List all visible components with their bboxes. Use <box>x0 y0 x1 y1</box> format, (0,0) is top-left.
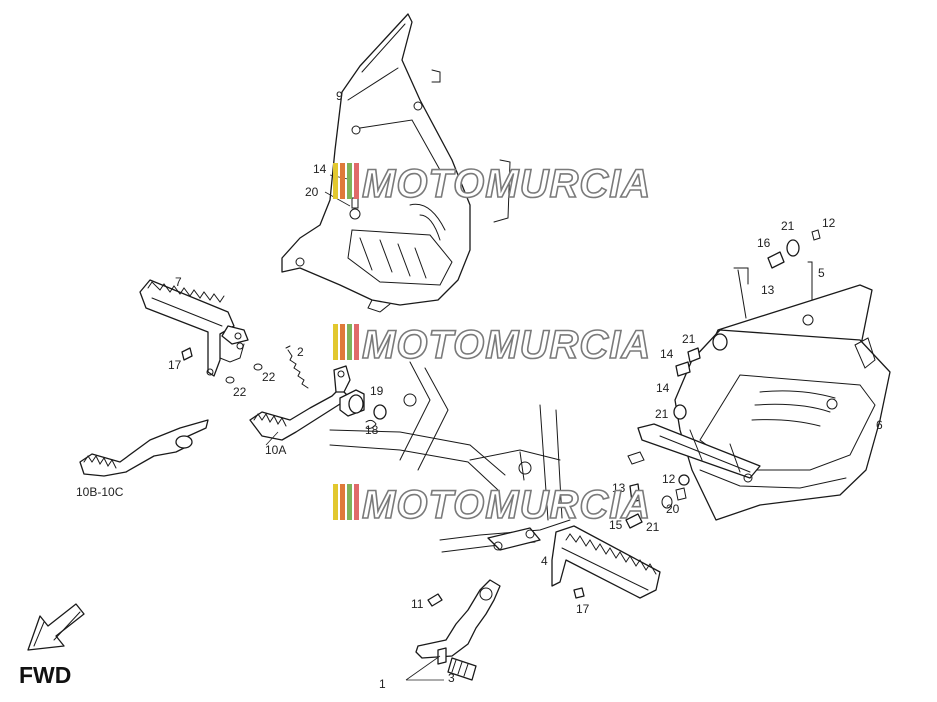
callout-12: 12 <box>822 216 836 230</box>
callout-10a: 10A <box>265 443 286 457</box>
heel-guard-right-part <box>627 261 891 521</box>
brake-pedal-10b-part <box>79 419 209 477</box>
callout-5: 5 <box>818 266 825 280</box>
callout-3: 3 <box>448 671 455 685</box>
callout-7: 7 <box>175 275 182 289</box>
callout-13: 13 <box>761 283 775 297</box>
callout-13: 13 <box>612 481 626 495</box>
callout-17: 17 <box>576 602 590 616</box>
spring-part <box>285 345 309 389</box>
heel-guard-left-part <box>281 13 511 313</box>
callout-labels: 9 14 20 21 12 16 5 13 7 2 17 22 22 19 18… <box>76 89 883 691</box>
fwd-label: FWD <box>19 662 71 688</box>
forward-arrow-icon <box>27 603 85 651</box>
callout-10b-10c: 10B-10C <box>76 485 124 499</box>
footpeg-rear-left-part <box>139 279 249 377</box>
callout-21: 21 <box>646 520 660 534</box>
callout-1: 1 <box>379 677 386 691</box>
callout-14: 14 <box>656 381 670 395</box>
watermark-logo: MOTOMURCIA <box>333 161 651 207</box>
frame-part <box>329 361 571 553</box>
watermark-text: MOTOMURCIA <box>362 162 651 206</box>
callout-17: 17 <box>168 358 182 372</box>
watermark-logo: MOTOMURCIA <box>333 322 651 368</box>
callout-19: 19 <box>370 384 384 398</box>
hardware-parts <box>181 229 821 607</box>
watermark-stripes-icon <box>333 484 359 520</box>
callout-16: 16 <box>757 236 771 250</box>
callout-9: 9 <box>336 89 343 103</box>
callout-12: 12 <box>662 472 676 486</box>
watermark-text: MOTOMURCIA <box>362 483 651 527</box>
callout-14: 14 <box>313 162 327 176</box>
callout-6: 6 <box>876 418 883 432</box>
callout-14: 14 <box>660 347 674 361</box>
footpeg-rear-right-part <box>551 525 661 599</box>
callout-4: 4 <box>541 554 548 568</box>
callout-22: 22 <box>262 370 276 384</box>
callout-21: 21 <box>655 407 669 421</box>
callout-2: 2 <box>297 345 304 359</box>
callout-22: 22 <box>233 385 247 399</box>
watermark-stripes-icon <box>333 163 359 199</box>
watermark-text: MOTOMURCIA <box>362 323 651 367</box>
callout-18: 18 <box>365 423 379 437</box>
callout-21: 21 <box>682 332 696 346</box>
watermark-logo: MOTOMURCIA <box>333 482 651 528</box>
callout-20: 20 <box>666 502 680 516</box>
watermark-stripes-icon <box>333 324 359 360</box>
callout-15: 15 <box>609 518 623 532</box>
shift-lever-part <box>415 579 501 681</box>
callout-21: 21 <box>781 219 795 233</box>
callout-20: 20 <box>305 185 319 199</box>
brake-pedal-10a-part <box>249 365 387 441</box>
callout-11: 11 <box>411 597 424 611</box>
